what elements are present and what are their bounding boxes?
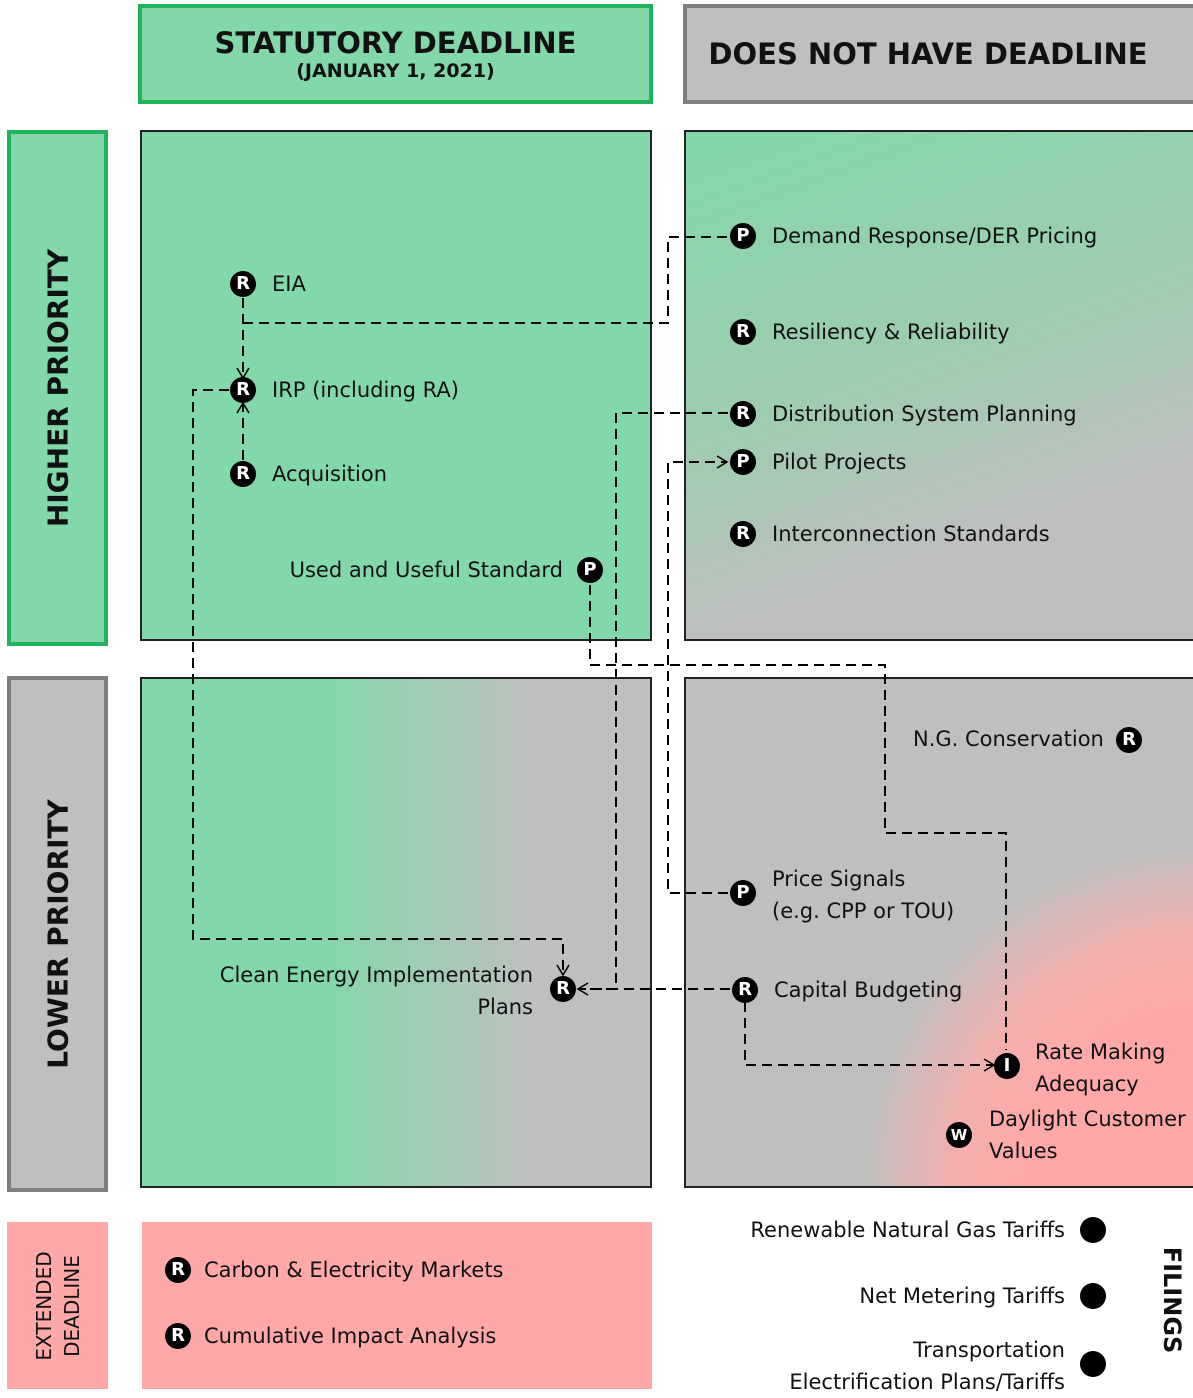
extended-deadline-area — [142, 1222, 652, 1389]
badge-demand-response: P — [730, 223, 756, 249]
label-resiliency: Resiliency & Reliability — [772, 320, 1010, 344]
header-statutory-title: STATUTORY DEADLINE — [214, 26, 577, 60]
row-header-extended-deadline: EXTENDED DEADLINE — [7, 1222, 108, 1389]
quadrant-higher-statutory — [140, 130, 652, 641]
badge-clean-energy: R — [550, 976, 576, 1002]
link-used-ratemaking — [589, 585, 1007, 1050]
label-clean-energy: Clean Energy Implementation Plans — [220, 959, 533, 1023]
quadrant-higher-no-deadline — [684, 130, 1193, 641]
badge-acquisition: R — [230, 461, 256, 487]
badge-irp: R — [230, 377, 256, 403]
header-no-deadline: DOES NOT HAVE DEADLINE — [683, 4, 1193, 104]
badge-carbon-markets: R — [165, 1257, 191, 1283]
label-filing-transportation-line-1: Transportation — [913, 1338, 1065, 1362]
filing-net-metering-dot — [1080, 1283, 1106, 1309]
quadrant-lower-statutory — [140, 677, 652, 1188]
link-distribution-clean — [576, 412, 728, 996]
label-price-signals-line-2: (e.g. CPP or TOU) — [772, 899, 955, 923]
link-eia-demand — [243, 236, 728, 324]
label-distribution: Distribution System Planning — [772, 402, 1077, 426]
badge-interconnection: R — [730, 521, 756, 547]
label-rate-making: Rate Making Adequacy — [1035, 1036, 1165, 1100]
label-daylight-line-2: Values — [989, 1139, 1058, 1163]
label-daylight-line-1: Daylight Customer — [989, 1107, 1186, 1131]
badge-pilot: P — [730, 449, 756, 475]
label-clean-energy-line-2: Plans — [477, 995, 533, 1019]
label-demand-response: Demand Response/DER Pricing — [772, 224, 1098, 248]
label-price-signals: Price Signals (e.g. CPP or TOU) — [772, 863, 954, 927]
label-filing-transportation: Transportation Electrification Plans/Tar… — [789, 1334, 1065, 1398]
label-rate-making-line-2: Adequacy — [1035, 1072, 1139, 1096]
badge-capital-budgeting: R — [732, 977, 758, 1003]
badge-ng-conservation: R — [1116, 727, 1142, 753]
label-ng-conservation: N.G. Conservation — [913, 727, 1104, 751]
quadrant-lower-no-deadline — [684, 677, 1193, 1188]
badge-resiliency: R — [730, 319, 756, 345]
label-interconnection: Interconnection Standards — [772, 522, 1050, 546]
badge-distribution: R — [730, 401, 756, 427]
badge-used-useful: P — [577, 557, 603, 583]
filing-transportation-dot — [1080, 1351, 1106, 1377]
filings-title: FILINGS — [1152, 1240, 1192, 1360]
label-eia: EIA — [272, 272, 306, 296]
badge-eia: R — [230, 271, 256, 297]
label-acquisition: Acquisition — [272, 462, 388, 486]
label-daylight: Daylight Customer Values — [989, 1103, 1186, 1167]
badge-price-signals: P — [730, 880, 756, 906]
badge-daylight: W — [946, 1122, 972, 1148]
row-header-higher-priority: HIGHER PRIORITY — [7, 130, 108, 646]
header-statutory-subtitle: (JANUARY 1, 2021) — [296, 60, 495, 82]
label-pilot: Pilot Projects — [772, 450, 907, 474]
link-irp-clean — [192, 389, 570, 977]
header-statutory-deadline: STATUTORY DEADLINE (JANUARY 1, 2021) — [138, 4, 653, 104]
badge-cumulative-impact: R — [165, 1323, 191, 1349]
label-cumulative-impact: Cumulative Impact Analysis — [204, 1324, 497, 1348]
label-capital-budgeting: Capital Budgeting — [774, 978, 963, 1002]
label-carbon-markets: Carbon & Electricity Markets — [204, 1258, 504, 1282]
label-price-signals-line-1: Price Signals — [772, 867, 906, 891]
label-irp: IRP (including RA) — [272, 378, 459, 402]
link-capital-ratemaking — [744, 1002, 996, 1072]
row-header-lower-priority: LOWER PRIORITY — [7, 676, 108, 1192]
filings-title-text: FILINGS — [1158, 1246, 1186, 1354]
label-rate-making-line-1: Rate Making — [1035, 1040, 1166, 1064]
badge-rate-making: I — [994, 1053, 1020, 1079]
label-used-useful: Used and Useful Standard — [289, 558, 563, 582]
label-clean-energy-line-1: Clean Energy Implementation — [219, 963, 533, 987]
label-filing-net-metering: Net Metering Tariffs — [859, 1284, 1065, 1308]
label-filing-transportation-line-2: Electrification Plans/Tariffs — [789, 1370, 1065, 1394]
label-filing-rng: Renewable Natural Gas Tariffs — [750, 1218, 1065, 1242]
filing-rng-dot — [1080, 1217, 1106, 1243]
header-no-deadline-title: DOES NOT HAVE DEADLINE — [708, 37, 1148, 71]
link-price-pilot — [667, 455, 729, 894]
